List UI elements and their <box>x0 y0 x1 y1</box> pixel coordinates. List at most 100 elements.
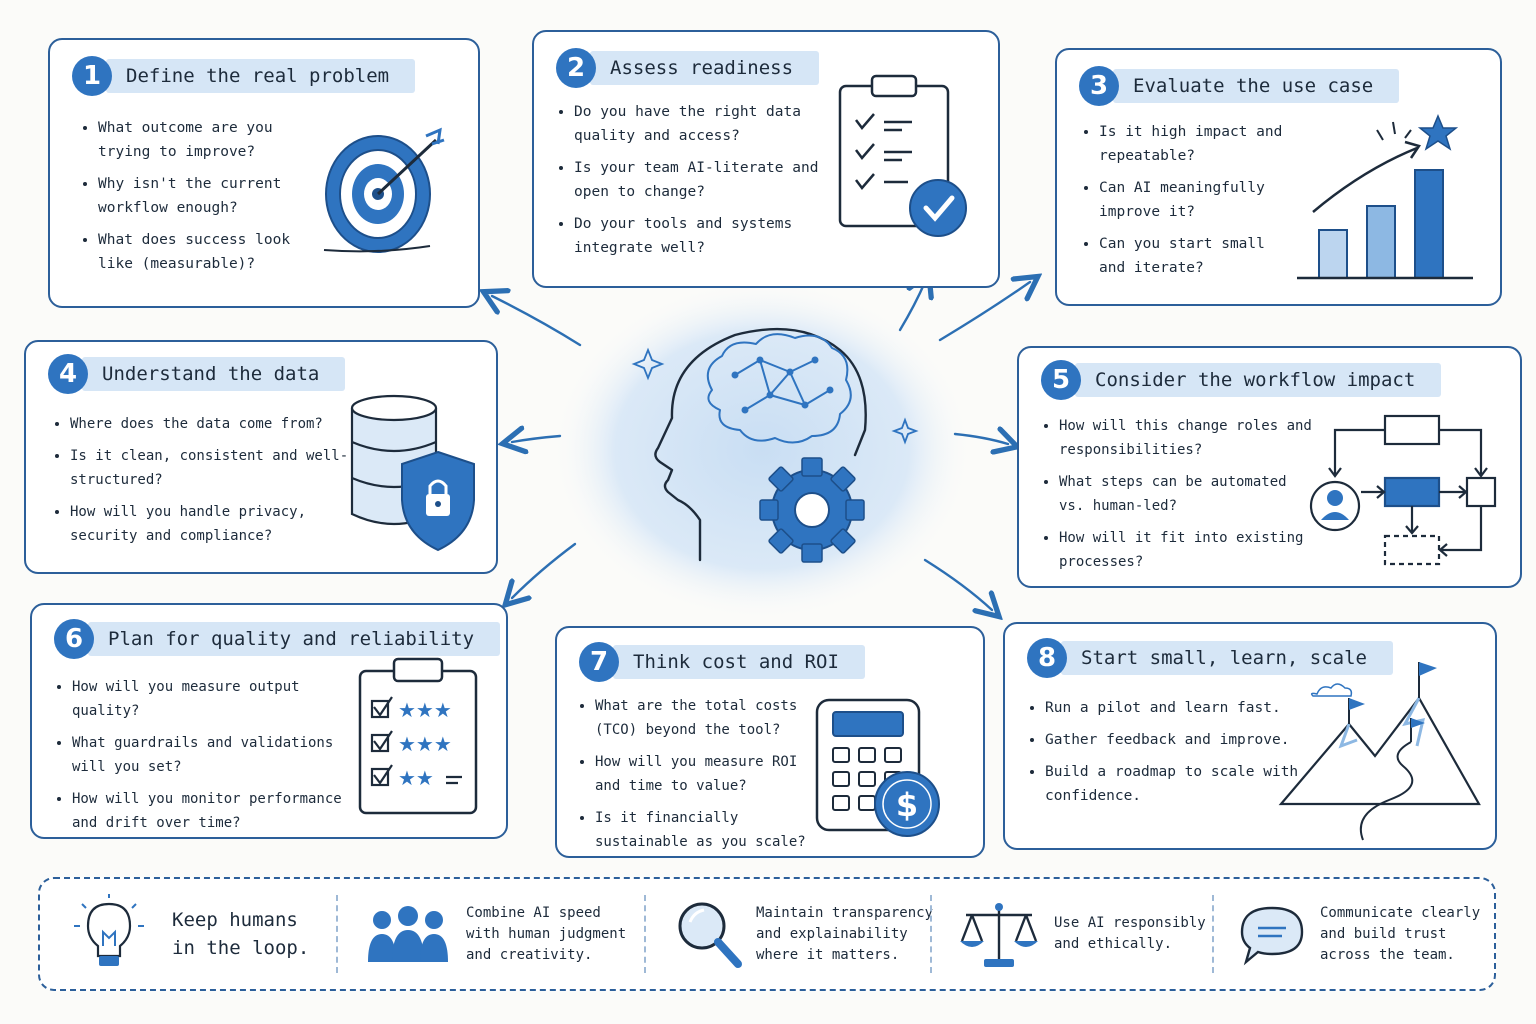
divider <box>930 895 932 973</box>
list-item: Is it clean, consistent and well-structu… <box>70 444 355 492</box>
cloud-background <box>552 280 972 620</box>
list-item: Build a roadmap to scale with confidence… <box>1045 760 1305 808</box>
database-shield-icon <box>350 394 475 552</box>
card-title: Evaluate the use case <box>1113 69 1400 103</box>
card-start-small: 8 Start small, learn, scale Run a pilot … <box>1003 622 1497 850</box>
quality-clipboard-icon: ★★★ ★★★ ★★ <box>358 657 478 815</box>
card-header: 7 Think cost and ROI <box>579 642 865 682</box>
card-title: Understand the data <box>82 357 346 391</box>
card-assess-readiness: 2 Assess readiness Do you have the right… <box>532 30 1000 288</box>
mountain-flags-icon <box>1278 662 1481 841</box>
footer-keep-humans: Keep humans in the loop. <box>70 879 340 989</box>
list-item: Why isn't the current workflow enough? <box>98 172 313 220</box>
divider <box>336 895 338 973</box>
arrow-to-card-6 <box>512 542 577 598</box>
clipboard-check-icon <box>838 74 967 237</box>
card-title: Define the real problem <box>106 59 416 93</box>
list-item: How will it fit into existing processes? <box>1059 526 1314 574</box>
card-header: 5 Consider the workflow impact <box>1041 360 1442 400</box>
speech-bubble-icon <box>1240 906 1304 966</box>
list-item: What steps can be automated vs. human-le… <box>1059 470 1314 518</box>
svg-text:★★★: ★★★ <box>398 732 452 756</box>
tip-text: Use AI responsibly and ethically. <box>1054 915 1206 952</box>
list-item: Is it financially sustainable as you sca… <box>595 806 830 854</box>
arrow-to-card-8 <box>923 558 992 610</box>
tip-text: Combine AI speed with human judgment and… <box>466 904 627 963</box>
workflow-icon <box>1309 414 1497 566</box>
question-list: Is it high impact and repeatable? Can AI… <box>1079 120 1294 288</box>
arrow-to-card-1 <box>492 296 582 347</box>
card-cost-roi: 7 Think cost and ROI What are the total … <box>555 626 985 858</box>
question-list: What outcome are you trying to improve? … <box>78 116 313 284</box>
list-item: Do your tools and systems integrate well… <box>574 212 824 260</box>
step-number: 2 <box>556 48 596 88</box>
list-item: Can AI meaningfully improve it? <box>1099 176 1294 224</box>
svg-text:$: $ <box>896 786 918 824</box>
list-item: Can you start small and iterate? <box>1099 232 1294 280</box>
divider <box>644 895 646 973</box>
growth-chart-icon <box>1297 114 1473 280</box>
step-number: 1 <box>72 56 112 96</box>
card-define-problem: 1 Define the real problem What outcome a… <box>48 38 480 308</box>
list-item: What are the total costs (TCO) beyond th… <box>595 694 830 742</box>
card-title: Start small, learn, scale <box>1061 641 1393 675</box>
brain-head-icon <box>654 327 867 562</box>
question-list: How will you measure output quality? Wha… <box>52 675 362 843</box>
card-header: 4 Understand the data <box>48 354 346 394</box>
arrow-to-card-2 <box>898 282 925 332</box>
list-item: How will you handle privacy, security an… <box>70 500 355 548</box>
magnifier-icon <box>678 902 742 968</box>
list-item: What does success look like (measurable)… <box>98 228 313 276</box>
divider <box>1212 895 1214 973</box>
list-item: Where does the data come from? <box>70 412 355 436</box>
footer-tip: Combine AI speed with human judgment and… <box>366 879 636 989</box>
question-list: What are the total costs (TCO) beyond th… <box>575 694 830 862</box>
list-item: Do you have the right data quality and a… <box>574 100 824 148</box>
svg-text:★★: ★★ <box>398 766 434 790</box>
lightbulb-icon <box>74 894 144 966</box>
question-list: Run a pilot and learn fast. Gather feedb… <box>1025 696 1305 816</box>
calculator-icon: $ <box>815 698 940 837</box>
step-number: 5 <box>1041 360 1081 400</box>
card-header: 8 Start small, learn, scale <box>1027 638 1393 678</box>
list-item: Gather feedback and improve. <box>1045 728 1305 752</box>
card-quality-reliability: 6 Plan for quality and reliability How w… <box>30 603 508 839</box>
card-understand-data: 4 Understand the data Where does the dat… <box>24 340 498 574</box>
footer-tip: Maintain transparency and explainability… <box>674 879 944 989</box>
scales-icon <box>960 903 1038 967</box>
tip-text: Communicate clearly and build trust acro… <box>1320 904 1481 963</box>
people-icon <box>368 906 448 962</box>
list-item: How will you measure output quality? <box>72 675 362 723</box>
step-number: 7 <box>579 642 619 682</box>
card-header: 6 Plan for quality and reliability <box>54 619 501 659</box>
keep-humans-text: Keep humans in the loop. <box>172 909 310 959</box>
card-header: 2 Assess readiness <box>556 48 820 88</box>
arrow-to-card-3 <box>938 282 1030 342</box>
question-list: Where does the data come from? Is it cle… <box>50 412 355 556</box>
question-list: How will this change roles and responsib… <box>1039 414 1314 582</box>
svg-text:★★★: ★★★ <box>398 698 452 722</box>
tip-text: Maintain transparency and explainability… <box>756 904 934 963</box>
card-header: 3 Evaluate the use case <box>1079 66 1400 106</box>
list-item: How will you measure ROI and time to val… <box>595 750 830 798</box>
list-item: What guardrails and validations will you… <box>72 731 362 779</box>
card-title: Consider the workflow impact <box>1075 363 1442 397</box>
list-item: How will you monitor performance and dri… <box>72 787 362 835</box>
card-header: 1 Define the real problem <box>72 56 416 96</box>
card-title: Think cost and ROI <box>613 645 865 679</box>
arrow-to-card-5 <box>953 434 1008 444</box>
principles-footer: Keep humans in the loop. Combine AI spee… <box>38 877 1496 991</box>
footer-tip: Communicate clearly and build trust acro… <box>1238 879 1488 989</box>
list-item: How will this change roles and responsib… <box>1059 414 1314 462</box>
card-title: Plan for quality and reliability <box>88 622 501 656</box>
list-item: Is your team AI-literate and open to cha… <box>574 156 824 204</box>
footer-tip: Use AI responsibly and ethically. <box>958 879 1208 989</box>
sparkle-icon <box>631 347 919 445</box>
step-number: 4 <box>48 354 88 394</box>
list-item: What outcome are you trying to improve? <box>98 116 313 164</box>
card-title: Assess readiness <box>590 51 820 85</box>
card-workflow-impact: 5 Consider the workflow impact How will … <box>1017 346 1522 588</box>
step-number: 3 <box>1079 66 1119 106</box>
card-evaluate-use-case: 3 Evaluate the use case Is it high impac… <box>1055 48 1502 306</box>
